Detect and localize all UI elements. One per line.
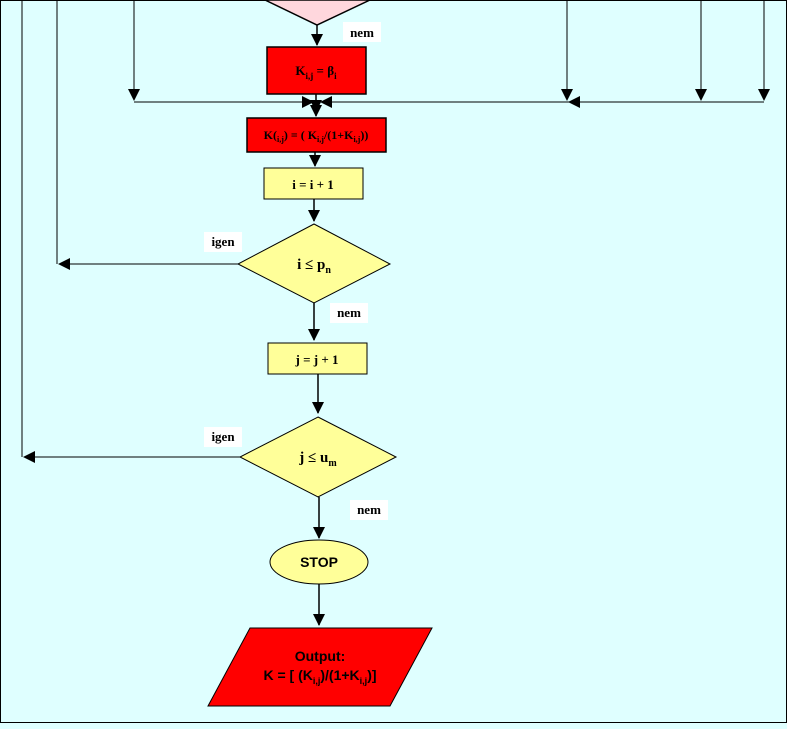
label-box: [330, 303, 368, 323]
nem-label-i: nem: [337, 305, 361, 320]
igen-label-j: igen: [211, 429, 235, 444]
assign-beta-box: [266, 46, 367, 95]
output-line1: Output:: [295, 648, 346, 664]
j-condition-diamond: [238, 416, 398, 498]
igen-label-i: igen: [211, 234, 235, 249]
nem-label-j: nem: [357, 502, 381, 517]
j-increment-text: j = j + 1: [295, 352, 339, 367]
nem-label-top: nem: [350, 25, 374, 40]
i-increment-box: [263, 167, 364, 200]
k-update-box: [246, 117, 387, 153]
label-box: [350, 500, 388, 520]
i-increment-text: i = i + 1: [292, 177, 334, 192]
j-condition-text: j ≤ um: [298, 450, 337, 469]
label-box: [204, 427, 242, 447]
i-condition-text: i ≤ pn: [297, 257, 331, 276]
k-update-text: K(i,j) = ( Ki,j/(1+Ki,j)): [264, 128, 369, 144]
label-box: [204, 232, 242, 252]
stop-text: STOP: [300, 554, 338, 570]
output-parallelogram: [207, 627, 433, 707]
decision-diamond-top: [264, 0, 371, 26]
assign-beta-text: Ki,j = βi: [295, 63, 337, 81]
output-line2: K = [ (Ki,j)/(1+Ki,j)]: [263, 667, 376, 686]
label-box: [343, 22, 381, 42]
